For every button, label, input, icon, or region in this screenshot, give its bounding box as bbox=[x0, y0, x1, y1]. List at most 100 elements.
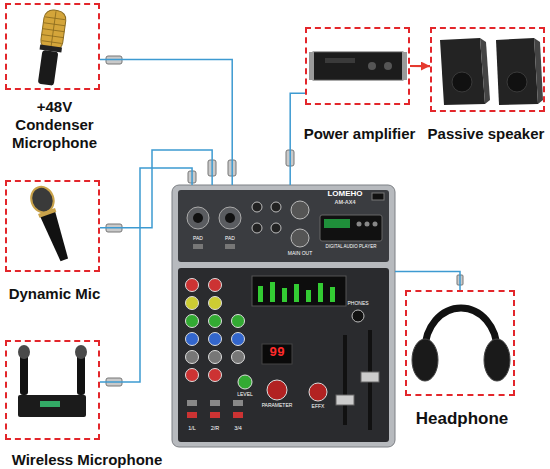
eq-bar bbox=[318, 283, 323, 302]
brand-name: LOMEHO bbox=[310, 189, 380, 199]
eq-bar bbox=[270, 282, 275, 302]
mic-capsule bbox=[40, 9, 67, 52]
panel-label: EFFX bbox=[278, 404, 358, 410]
fader-track bbox=[343, 335, 347, 425]
eq-knob bbox=[209, 315, 222, 328]
device-caption: Headphone bbox=[397, 409, 527, 429]
eq-bar bbox=[306, 290, 311, 302]
panel-label: PAD bbox=[190, 236, 270, 242]
player-button bbox=[357, 222, 362, 227]
eq-knob bbox=[232, 315, 245, 328]
pan-knob bbox=[186, 351, 199, 364]
panel-label: 2/R bbox=[175, 425, 255, 431]
level-knob bbox=[186, 369, 199, 382]
audio-cable bbox=[290, 93, 305, 185]
pad-button bbox=[225, 244, 235, 249]
receiver-unit bbox=[18, 395, 86, 417]
device-caption: Wireless Microphone bbox=[2, 451, 172, 469]
eq-knob bbox=[232, 333, 245, 346]
panel-label: 3/4 bbox=[198, 425, 278, 431]
panel-label: LEVEL bbox=[205, 392, 285, 398]
audio-cable bbox=[100, 168, 192, 382]
speaker-side bbox=[534, 38, 543, 104]
gain-knob bbox=[209, 279, 222, 292]
parameter-knob bbox=[267, 380, 287, 400]
speaker-side bbox=[480, 38, 490, 104]
mic-grille bbox=[40, 10, 67, 51]
pan-knob bbox=[232, 351, 245, 364]
amp-chassis bbox=[313, 52, 403, 80]
xlr-output bbox=[291, 201, 309, 219]
pan-knob bbox=[209, 351, 222, 364]
channel-button bbox=[233, 412, 243, 418]
level-knob bbox=[209, 369, 222, 382]
eq-knob bbox=[186, 297, 199, 310]
eq-bar bbox=[294, 284, 299, 302]
phones-jack bbox=[352, 310, 364, 322]
eq-knob bbox=[186, 315, 199, 328]
xlr-output bbox=[291, 229, 309, 247]
device-caption: Dynamic Mic bbox=[0, 285, 112, 303]
jack-hole bbox=[225, 213, 235, 223]
eq-bar bbox=[282, 288, 287, 302]
fader-cap bbox=[336, 395, 354, 405]
power-switch bbox=[372, 193, 384, 200]
channel-button bbox=[233, 400, 243, 406]
speaker-box: Passive speaker bbox=[430, 27, 545, 112]
signal-arrow bbox=[410, 65, 430, 67]
channel-button bbox=[210, 412, 220, 418]
speaker-cabinet bbox=[496, 38, 538, 105]
gain-knob bbox=[186, 279, 199, 292]
headphone-box: Headphone bbox=[405, 290, 515, 396]
player-button bbox=[373, 222, 378, 227]
mic-body bbox=[38, 50, 59, 86]
eq-knob bbox=[186, 333, 199, 346]
condenser-mic-drawing bbox=[35, 9, 67, 86]
pad-button bbox=[193, 244, 203, 249]
channel-button bbox=[187, 412, 197, 418]
amp-knob bbox=[368, 62, 376, 70]
panel-label: MAIN OUT bbox=[260, 251, 340, 257]
device-caption: +48V Condenser Microphone bbox=[0, 98, 110, 152]
player-button bbox=[365, 222, 370, 227]
panel-label: 99 bbox=[237, 346, 317, 360]
amp-panel bbox=[325, 58, 355, 63]
eq-knob bbox=[209, 297, 222, 310]
panel-label: PHONES bbox=[318, 301, 398, 307]
mic-band bbox=[38, 208, 56, 218]
ear-cup bbox=[484, 339, 510, 381]
headband bbox=[425, 308, 497, 350]
mic-handle bbox=[40, 210, 72, 262]
amplifier-drawing bbox=[309, 52, 407, 80]
fader-cap bbox=[361, 372, 379, 382]
ear-cup bbox=[412, 339, 438, 381]
graphic-eq bbox=[252, 276, 346, 306]
panel-label: 1/L bbox=[152, 425, 232, 431]
device-caption: Power amplifier bbox=[282, 125, 437, 143]
mixer-drawing bbox=[172, 185, 395, 447]
dynamic-mic-drawing bbox=[28, 184, 75, 264]
channel-button bbox=[187, 400, 197, 406]
combo-jack bbox=[219, 207, 241, 229]
player-display bbox=[324, 219, 350, 228]
level-knob bbox=[238, 375, 252, 389]
wireless-mic-drawing bbox=[18, 345, 87, 417]
panel-label: PARAMETER bbox=[237, 403, 317, 409]
panel-label: DIGITAL AUDIO PLAYER bbox=[311, 245, 391, 250]
receiver-display bbox=[40, 401, 60, 407]
headphone-drawing bbox=[412, 308, 510, 381]
rack-handle bbox=[309, 52, 314, 80]
channel-button bbox=[210, 400, 220, 406]
mic-head bbox=[75, 345, 87, 359]
microphone-box: Dynamic Mic bbox=[5, 180, 100, 272]
audio-cable bbox=[100, 150, 212, 228]
amplifier-box: Power amplifier bbox=[305, 27, 410, 105]
device-caption: Passive speaker bbox=[418, 125, 550, 143]
combo-jack bbox=[187, 207, 209, 229]
eq-bar bbox=[258, 286, 263, 302]
line-jack bbox=[271, 202, 281, 212]
